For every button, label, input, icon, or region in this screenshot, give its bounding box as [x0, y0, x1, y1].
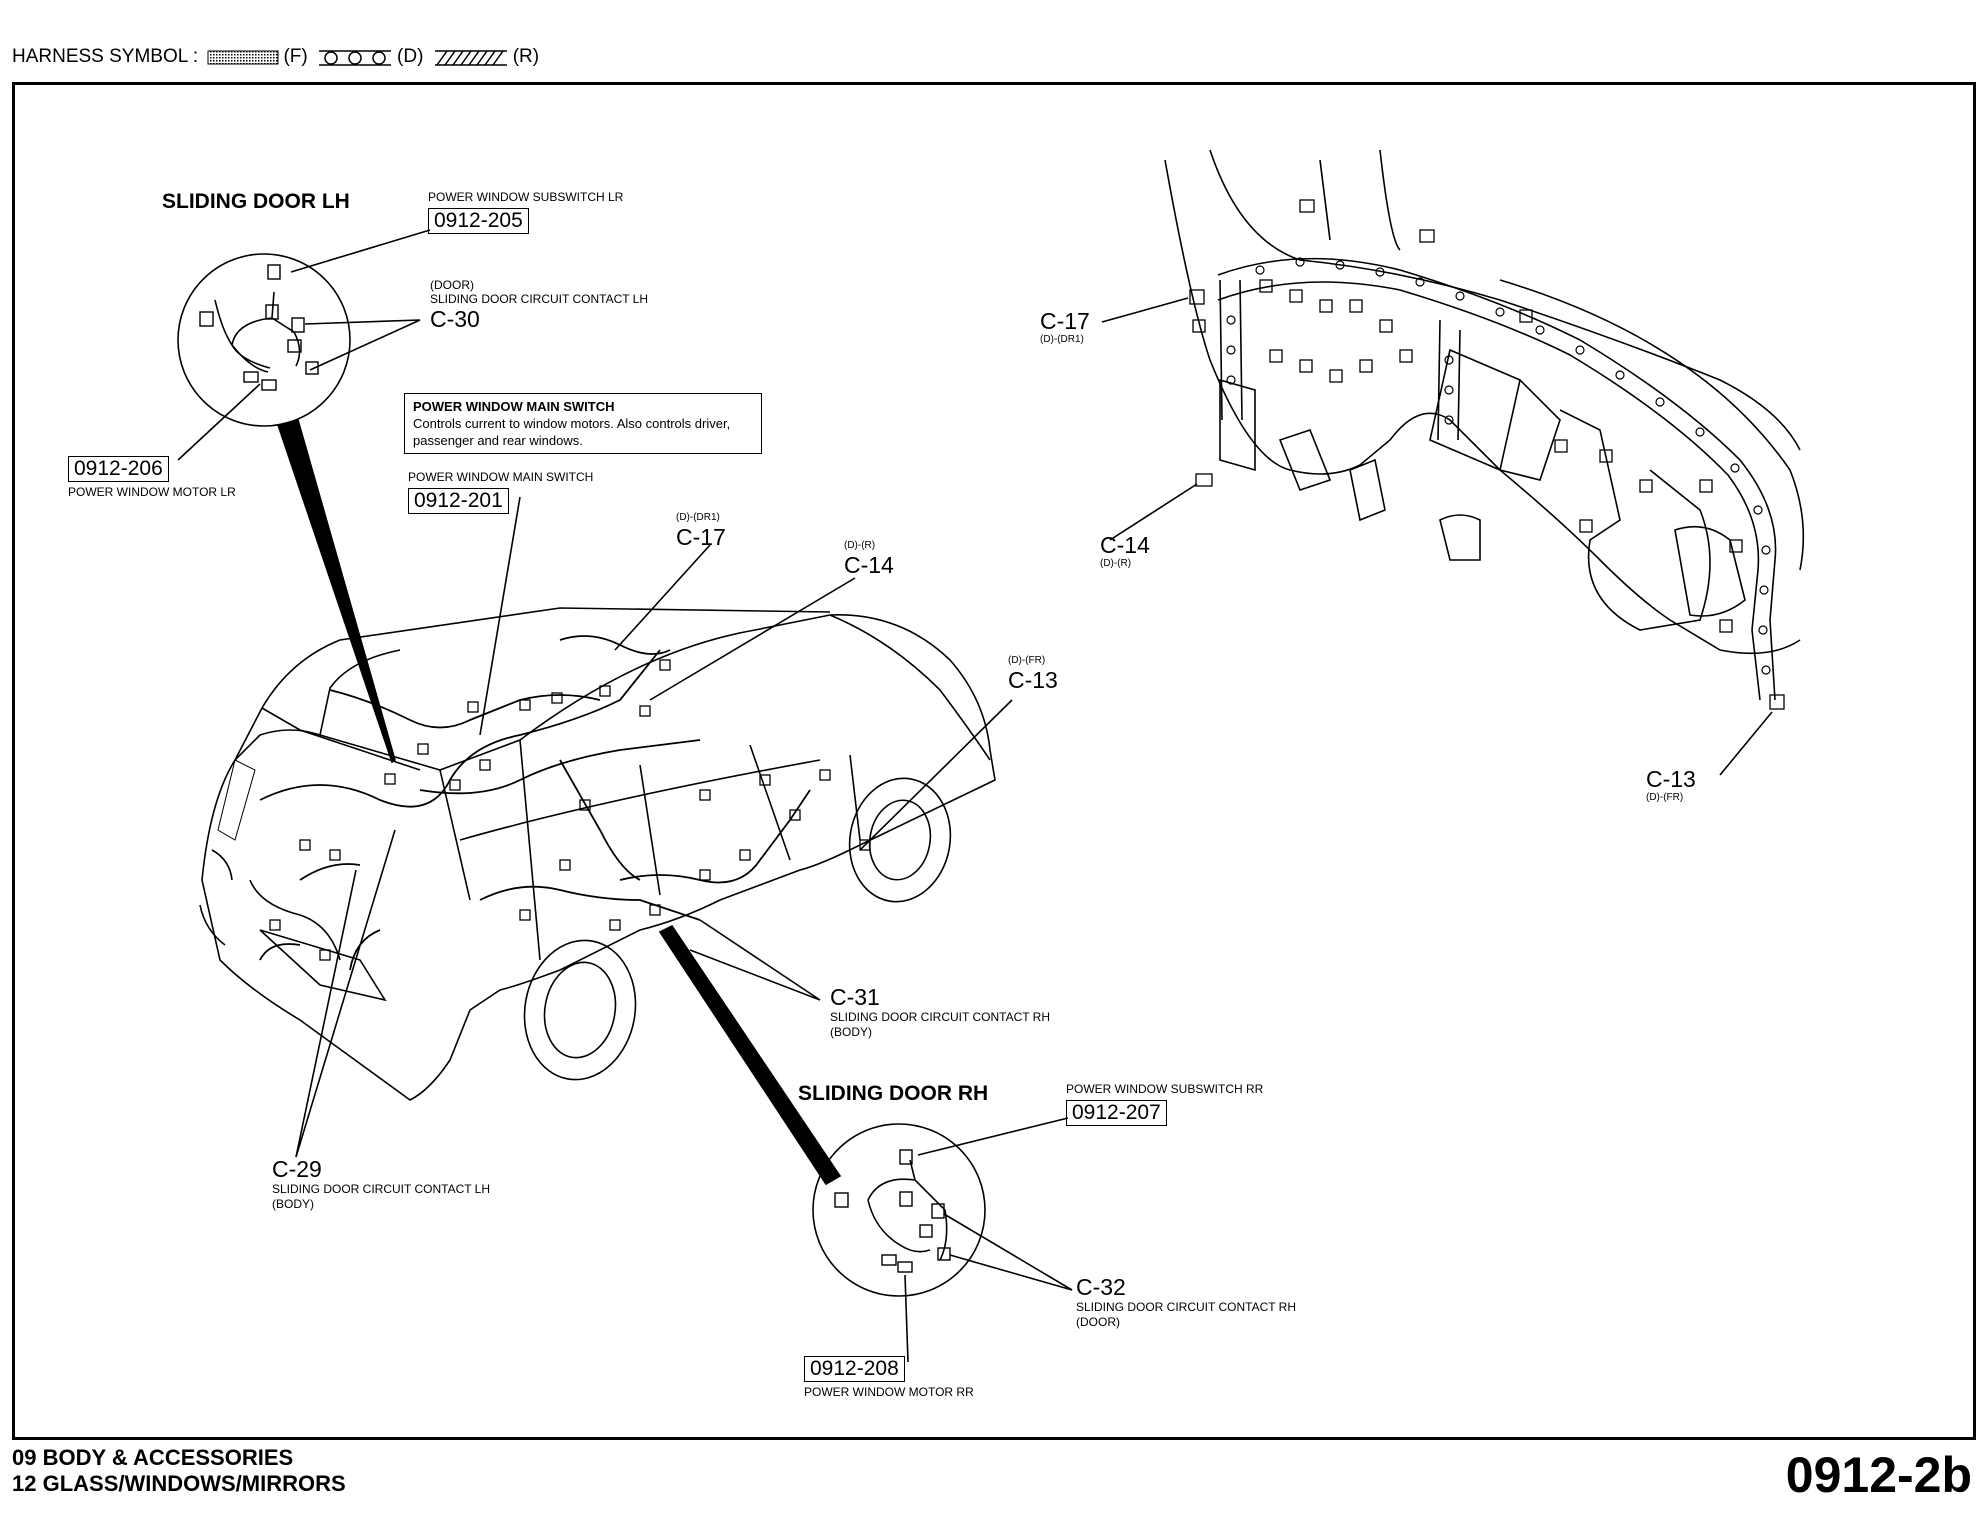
c14-code[interactable]: C-14: [844, 552, 894, 578]
leader-0912-201: [479, 496, 521, 736]
main-switch-callout: POWER WINDOW MAIN SWITCH Controls curren…: [404, 393, 762, 454]
leader-c17: [614, 544, 711, 651]
vehicle-harness: [259, 635, 811, 971]
c32-qualifier: (DOOR): [1076, 1315, 1120, 1329]
harness-d-symbol-icon: [319, 50, 392, 66]
lh-subswitch-label: POWER WINDOW SUBSWITCH LR: [428, 190, 624, 204]
leader-c31-a: [699, 919, 821, 1001]
leader-0912-207: [917, 1117, 1069, 1156]
dash-c17-code[interactable]: C-17: [1040, 308, 1090, 334]
vehicle-connectors: [269, 659, 871, 961]
leader-0912-206: [177, 383, 261, 461]
legend-f: (F): [283, 46, 308, 67]
lh-subswitch-code[interactable]: 0912-205: [428, 208, 529, 234]
main-switch-code[interactable]: 0912-201: [408, 488, 509, 514]
dashboard-harness: [1217, 257, 1777, 701]
leader-c29-b: [295, 829, 396, 1158]
dashboard-outline: [1164, 149, 1805, 655]
sliding-door-rh-title: SLIDING DOOR RH: [798, 1082, 989, 1105]
leader-c32-a: [943, 1213, 1073, 1291]
c13-qualifier: (D)-(FR): [1008, 655, 1046, 666]
dash-c13-code[interactable]: C-13: [1646, 766, 1696, 792]
leader-c31-b: [689, 949, 821, 1001]
rh-motor-label: POWER WINDOW MOTOR RR: [804, 1385, 974, 1399]
rh-subswitch-code[interactable]: 0912-207: [1066, 1100, 1167, 1126]
c17-code[interactable]: C-17: [676, 524, 726, 550]
c14-qualifier: (D)-(R): [844, 540, 876, 551]
main-switch-callout-title: POWER WINDOW MAIN SWITCH: [413, 399, 615, 414]
dash-leader-c14: [1109, 483, 1198, 541]
main-switch-label: POWER WINDOW MAIN SWITCH: [408, 470, 594, 484]
leader-c29-a: [295, 869, 357, 1158]
dash-c14-qualifier: (D)-(R): [1100, 558, 1132, 569]
sliding-door-rh-detail-circle: [812, 1123, 986, 1297]
leader-c30-b: [309, 319, 421, 371]
leader-0912-208: [904, 1274, 909, 1363]
diagram-frame: [12, 82, 1976, 1440]
sliding-door-lh-detail-circle: [177, 253, 351, 427]
harness-r-symbol-icon: [434, 50, 507, 66]
dash-c17-qualifier: (D)-(DR1): [1040, 334, 1084, 345]
sliding-door-lh-title: SLIDING DOOR LH: [162, 190, 350, 213]
c29-label: SLIDING DOOR CIRCUIT CONTACT LH: [272, 1182, 491, 1196]
dashboard-connectors: [1189, 199, 1785, 710]
harness-legend: HARNESS SYMBOL : (F) (D) (R): [12, 46, 539, 68]
harness-f-symbol-icon: [207, 50, 279, 65]
c29-code[interactable]: C-29: [272, 1156, 322, 1182]
leader-c14: [649, 577, 856, 701]
lh-detail-connectors: [199, 264, 319, 391]
main-switch-callout-desc: Controls current to window motors. Also …: [413, 416, 731, 448]
rh-subswitch-label: POWER WINDOW SUBSWITCH RR: [1066, 1082, 1264, 1096]
dash-leader-c13: [1719, 711, 1773, 776]
lh-motor-code[interactable]: 0912-206: [68, 456, 169, 482]
vehicle-outline: [199, 607, 996, 1101]
c30-qualifier: (DOOR): [430, 278, 474, 292]
legend-d: (D): [397, 46, 424, 67]
legend-r: (R): [512, 46, 540, 67]
dash-c14-code[interactable]: C-14: [1100, 532, 1150, 558]
page-code: 0912-2b: [1785, 1447, 1972, 1503]
rh-zoom-cone: [658, 924, 842, 1186]
leader-0912-205: [290, 229, 431, 273]
c31-code[interactable]: C-31: [830, 984, 880, 1010]
legend-prefix: HARNESS SYMBOL :: [12, 46, 199, 67]
rh-motor-code[interactable]: 0912-208: [804, 1356, 905, 1382]
lh-zoom-cone: [276, 419, 396, 764]
c32-label: SLIDING DOOR CIRCUIT CONTACT RH: [1076, 1300, 1297, 1314]
c13-code[interactable]: C-13: [1008, 667, 1058, 693]
footer-section-line1: 09 BODY & ACCESSORIES: [12, 1445, 294, 1470]
rh-detail-connectors: [834, 1149, 951, 1273]
dash-c13-qualifier: (D)-(FR): [1646, 792, 1684, 803]
c30-code[interactable]: C-30: [430, 306, 480, 332]
lh-detail-harness: [214, 291, 301, 373]
rh-detail-harness: [867, 1159, 948, 1261]
leader-c32-b: [949, 1254, 1073, 1291]
leader-c13: [859, 699, 1013, 851]
leader-c30-a: [304, 319, 421, 325]
c31-qualifier: (BODY): [830, 1025, 872, 1039]
c30-label: SLIDING DOOR CIRCUIT CONTACT LH: [430, 292, 649, 306]
c32-code[interactable]: C-32: [1076, 1274, 1126, 1300]
lh-motor-label: POWER WINDOW MOTOR LR: [68, 485, 236, 499]
dash-leader-c17: [1101, 297, 1189, 323]
dashboard-harness-dots: [1226, 257, 1771, 675]
c17-qualifier: (D)-(DR1): [676, 512, 720, 523]
footer-section-line2: 12 GLASS/WINDOWS/MIRRORS: [12, 1471, 346, 1496]
section-footer: 09 BODY & ACCESSORIES 12 GLASS/WINDOWS/M…: [12, 1445, 346, 1497]
c29-qualifier: (BODY): [272, 1197, 314, 1211]
c31-label: SLIDING DOOR CIRCUIT CONTACT RH: [830, 1010, 1051, 1024]
